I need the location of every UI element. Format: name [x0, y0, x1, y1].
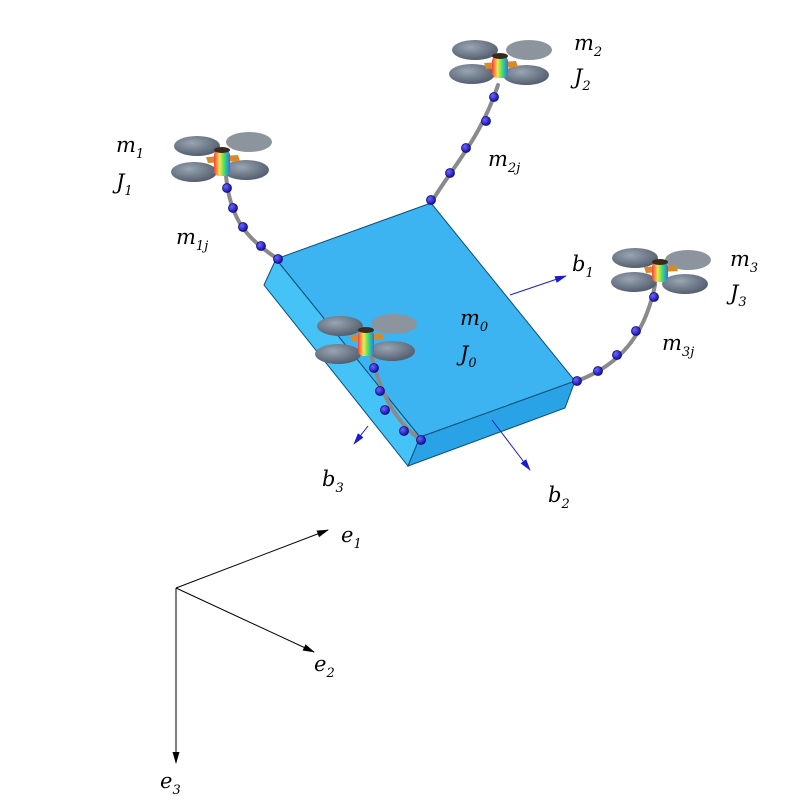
- cable-beads: [222, 92, 659, 445]
- label-J2: J2: [570, 65, 591, 94]
- rotor: [226, 132, 272, 152]
- inertial-frame: [172, 529, 329, 764]
- label-b1: b1: [572, 252, 594, 281]
- quadrotor-cap: [492, 53, 508, 59]
- rotor: [612, 248, 658, 268]
- bead: [238, 222, 248, 232]
- rotor: [223, 160, 269, 180]
- label-J3: J3: [726, 281, 747, 310]
- cable-1: [224, 174, 280, 261]
- label-b2: b2: [548, 483, 570, 512]
- label-e1: e1: [341, 523, 362, 552]
- rotor: [611, 272, 657, 292]
- rotor: [317, 316, 363, 336]
- bead: [416, 435, 426, 445]
- bead: [369, 363, 379, 373]
- bead: [489, 92, 499, 102]
- label-e2: e2: [314, 652, 335, 681]
- bead: [399, 426, 409, 436]
- quadrotor-3: [611, 248, 711, 294]
- bead: [228, 203, 238, 213]
- bead: [593, 366, 603, 376]
- quadrotor-hub: [492, 56, 508, 78]
- label-e3: e3: [160, 769, 181, 798]
- rotor: [369, 341, 415, 361]
- bead: [572, 376, 582, 386]
- bead: [256, 241, 266, 251]
- quadrotor-hub: [214, 150, 230, 176]
- bead: [481, 116, 491, 126]
- quadrotor-0: [315, 314, 417, 364]
- e2-axis: [175, 587, 315, 653]
- quadrotor-hub: [652, 262, 668, 282]
- rotor: [449, 64, 495, 84]
- label-m1j: m1j: [176, 225, 208, 254]
- label-J0: J0: [456, 342, 477, 371]
- b2-axis: [491, 419, 531, 471]
- payload-box: [263, 202, 576, 467]
- body-frame: [353, 275, 567, 471]
- rotor: [174, 136, 220, 156]
- rotor: [171, 162, 217, 182]
- b1-axis: [509, 275, 567, 296]
- bead: [631, 326, 641, 336]
- label-J1: J1: [112, 170, 133, 199]
- b3-axis: [353, 425, 369, 445]
- bead: [426, 195, 436, 205]
- rotor: [665, 250, 711, 270]
- label-m0: m0: [460, 306, 488, 335]
- labels: m1 J1 m2 J2 m3 J3 m0 J0 m1j m2j m3j b1 b…: [112, 31, 758, 798]
- label-b3: b3: [322, 467, 344, 496]
- rotor: [315, 344, 361, 364]
- label-m2: m2: [574, 31, 602, 60]
- rotor: [371, 314, 417, 334]
- label-m3j: m3j: [662, 331, 694, 360]
- rotor: [452, 40, 498, 60]
- quadrotor-cap: [358, 327, 374, 333]
- label-m2j: m2j: [488, 147, 520, 176]
- cable-0: [368, 348, 423, 442]
- bead: [222, 183, 232, 193]
- quadrotor-hub: [358, 330, 374, 356]
- e1-axis: [175, 529, 329, 589]
- quadrotor-1: [171, 132, 272, 182]
- bead: [461, 143, 471, 153]
- bead: [380, 405, 390, 415]
- rotor: [503, 65, 549, 85]
- bead: [375, 386, 385, 396]
- bead: [445, 168, 455, 178]
- quadrotor-cap: [214, 147, 230, 153]
- bead: [649, 292, 659, 302]
- quadrotor-2: [449, 40, 552, 85]
- quadrotor-cap: [652, 259, 668, 265]
- bead: [273, 254, 283, 264]
- label-m3: m3: [730, 247, 758, 276]
- bead: [612, 350, 622, 360]
- rotor: [662, 274, 708, 294]
- label-m1: m1: [116, 133, 144, 162]
- rotor: [506, 40, 552, 60]
- cable-3: [575, 283, 657, 383]
